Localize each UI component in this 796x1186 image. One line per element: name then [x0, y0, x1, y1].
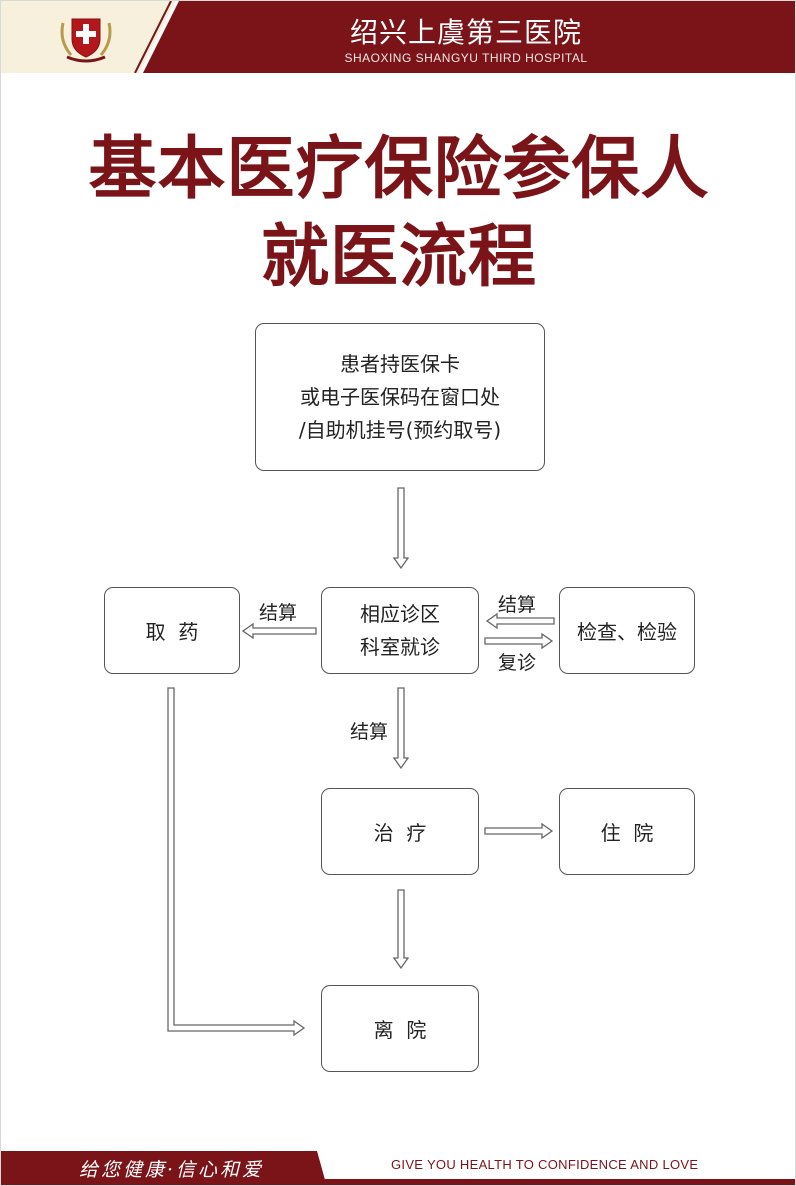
step-discharge-label: 离 院	[373, 1018, 427, 1042]
page-title-line-2: 就医流程	[260, 218, 537, 297]
footer: 给您健康·信心和爱 GIVE YOU HEALTH TO CONFIDENCE …	[1, 1147, 795, 1185]
page-title-line-1: 基本医疗保险参保人	[88, 130, 710, 209]
hospital-emblem-icon	[60, 18, 112, 63]
label-revisit: 复诊	[498, 652, 537, 674]
step-treatment-box: 治 疗	[321, 788, 479, 875]
step-department-line-2: 科室就诊	[360, 634, 440, 659]
step-registration-line-3: /自助机挂号(预约取号)	[298, 417, 502, 442]
label-settle-treatment: 结算	[350, 721, 389, 743]
step-exam-label: 检查、检验	[577, 620, 677, 644]
arrow-start-to-department	[392, 487, 410, 570]
step-registration-line-1: 患者持医保卡	[340, 351, 460, 376]
step-department-line-1: 相应诊区	[360, 601, 440, 626]
step-discharge-box: 离 院	[321, 985, 479, 1072]
step-pharmacy-box: 取 药	[104, 587, 240, 674]
step-department-box: 相应诊区 科室就诊	[321, 587, 479, 674]
arrow-department-to-exam	[484, 632, 554, 650]
hospital-name-en: SHAOXING SHANGYU THIRD HOSPITAL	[344, 51, 588, 65]
hospital-logo	[57, 13, 115, 65]
step-pharmacy-label: 取 药	[145, 620, 199, 644]
step-hospitalization-box: 住 院	[559, 788, 695, 875]
step-registration-line-2: 或电子医保码在窗口处	[300, 384, 500, 409]
footer-band	[1, 1147, 795, 1185]
arrow-treatment-to-discharge	[392, 889, 410, 970]
footer-slogan-en: GIVE YOU HEALTH TO CONFIDENCE AND LOVE	[391, 1157, 699, 1172]
step-treatment-label: 治 疗	[373, 821, 427, 845]
arrow-department-to-treatment	[392, 687, 410, 770]
arrow-pharmacy-to-discharge	[167, 687, 306, 1037]
hospital-name-cn: 绍兴上虞第三医院	[349, 16, 582, 49]
header: 绍兴上虞第三医院 SHAOXING SHANGYU THIRD HOSPITAL	[1, 1, 795, 73]
arrow-department-to-pharmacy	[241, 622, 317, 640]
step-hospitalization-label: 住 院	[600, 821, 654, 845]
step-exam-box: 检查、检验	[559, 587, 695, 674]
step-registration-box: 患者持医保卡 或电子医保码在窗口处 /自助机挂号(预约取号)	[255, 323, 545, 471]
footer-slogan-cn: 给您健康·信心和爱	[79, 1159, 265, 1181]
label-settle-exam: 结算	[498, 594, 537, 616]
label-settle-pharmacy: 结算	[259, 602, 298, 624]
arrow-exam-to-department	[485, 612, 555, 630]
arrow-treatment-to-hospitalization	[484, 822, 554, 840]
header-band	[1, 1, 795, 73]
